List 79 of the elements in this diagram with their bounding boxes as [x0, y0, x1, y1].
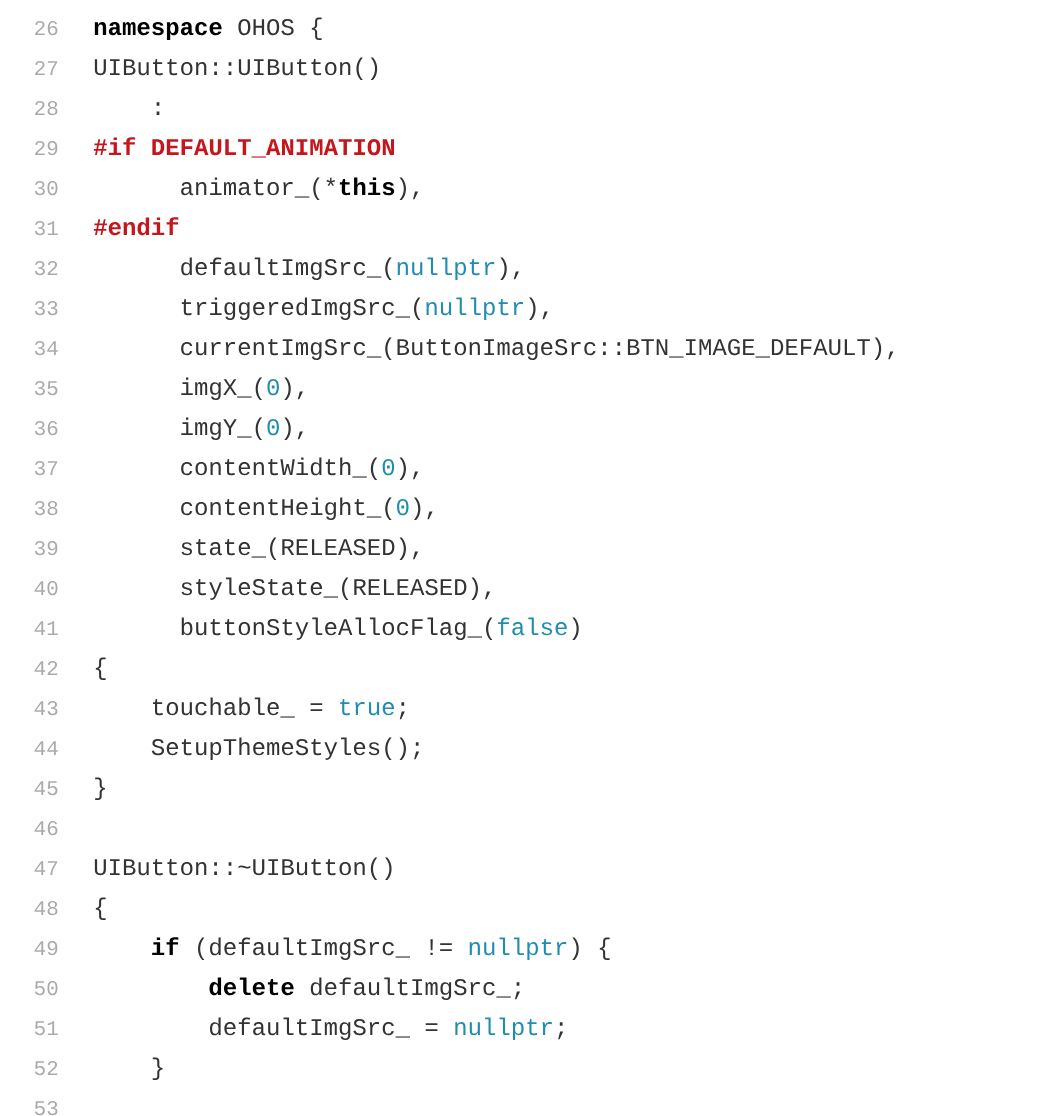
code-text: OHOS {: [238, 17, 322, 40]
code-text: {: [95, 897, 106, 920]
literal: nullptr: [455, 1017, 552, 1040]
line-number: 33: [34, 300, 58, 316]
line-number: 37: [34, 460, 58, 476]
line-number: 28: [35, 100, 58, 116]
line-number: 31: [34, 220, 58, 236]
code-text: }: [152, 1057, 163, 1080]
code-text: ;: [399, 702, 405, 720]
code-text: ),: [529, 297, 548, 320]
code-text: :: [156, 102, 160, 115]
code-text: defaultImgSrc_ =: [210, 1017, 438, 1040]
line-number: 42: [34, 660, 58, 675]
literal: false: [498, 617, 567, 636]
line-number: 50: [34, 980, 58, 996]
code-text: ),: [399, 457, 419, 480]
code-text: }: [95, 777, 105, 800]
code-text: {: [95, 657, 106, 680]
line-number: 52: [34, 1060, 58, 1076]
line-number: 27: [35, 60, 58, 75]
code-text: state_(RELEASED),: [181, 537, 419, 560]
code-text: ): [572, 617, 579, 640]
keyword: if: [152, 937, 179, 955]
code-text: animator_(*: [181, 177, 336, 200]
code-text: ),: [284, 417, 303, 440]
line-number: 51: [34, 1021, 58, 1036]
line-number: 38: [34, 500, 58, 516]
code-text: ;: [558, 1022, 564, 1040]
literal: nullptr: [397, 257, 495, 280]
literal: nullptr: [469, 937, 567, 960]
literal: 0: [397, 498, 409, 516]
line-number: 48: [34, 900, 58, 916]
code-text: defaultImgSrc_;: [310, 977, 520, 1000]
code-text: imgY_(: [181, 417, 263, 440]
code-text: triggeredImgSrc_(: [181, 297, 421, 320]
code-text: ),: [413, 497, 433, 520]
code-text: ) {: [572, 937, 610, 960]
line-number: 32: [34, 260, 58, 276]
literal: 0: [267, 378, 279, 396]
literal: 0: [267, 418, 279, 436]
preprocessor-directive: #endif: [93, 217, 179, 236]
code-text: currentImgSrc_(ButtonImageSrc::BTN_IMAGE_DEFAULT),: [181, 337, 894, 360]
code-text: ),: [500, 257, 519, 280]
line-number: 45: [34, 781, 58, 796]
line-number: 46: [34, 820, 58, 836]
line-number: 29: [35, 140, 58, 156]
line-number: 30: [34, 180, 58, 196]
keyword: this: [339, 177, 395, 196]
line-number: 47: [34, 861, 58, 875]
code-text: SetupThemeStyles();: [151, 737, 420, 760]
literal: 0: [382, 458, 395, 476]
code-text: contentHeight_(: [181, 497, 392, 520]
line-number: 49: [34, 940, 58, 956]
code-text: touchable_ =: [153, 697, 323, 718]
literal: nullptr: [426, 297, 524, 320]
line-number: 26: [35, 20, 58, 36]
code-text: UIButton::~UIButton(): [94, 857, 392, 880]
keyword: delete: [209, 977, 294, 996]
preprocessor-directive: #if DEFAULT_ANIMATION: [93, 137, 395, 158]
line-number: 53: [34, 1100, 58, 1116]
code-text: UIButton::UIButton(): [94, 57, 378, 80]
line-number: 40: [34, 580, 58, 596]
line-number: 43: [34, 700, 58, 716]
line-number: 36: [34, 420, 58, 436]
code-text: styleState_(RELEASED),: [181, 577, 491, 600]
line-number: 35: [34, 380, 58, 396]
code-text: buttonStyleAllocFlag_(: [181, 617, 493, 640]
code-text: imgX_(: [181, 377, 263, 400]
code-text: ),: [284, 377, 303, 400]
literal: true: [340, 699, 395, 716]
keyword: namespace: [94, 22, 222, 40]
code-text: ),: [399, 177, 419, 200]
line-number: 44: [34, 741, 58, 755]
line-number: 41: [34, 621, 58, 635]
code-text: defaultImgSrc_(: [181, 257, 392, 280]
line-number: 34: [34, 340, 58, 356]
line-number: 39: [34, 540, 58, 556]
code-text: (defaultImgSrc_ !=: [198, 937, 452, 960]
code-text: contentWidth_(: [181, 457, 378, 480]
